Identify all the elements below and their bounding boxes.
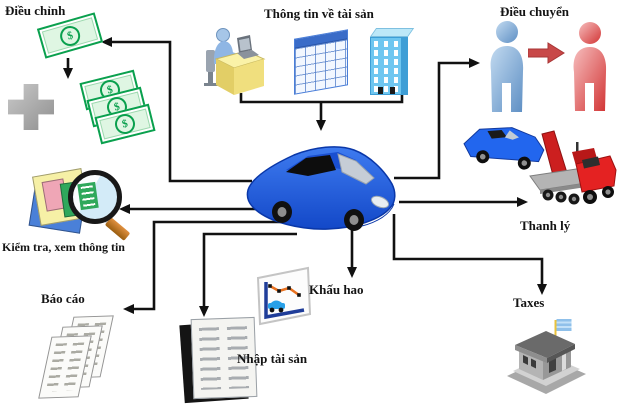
edge-car-to-adjust	[101, 37, 252, 183]
bank-building-icon	[507, 319, 586, 394]
label-adjust: Điều chỉnh	[5, 3, 66, 18]
magnifier-handle	[104, 217, 131, 241]
label-asset-entry: Nhập tài sản	[237, 351, 308, 366]
person-blue-icon	[490, 21, 524, 112]
tow-truck-icon	[463, 127, 617, 205]
building-icon	[369, 28, 415, 95]
label-taxes: Taxes	[513, 295, 545, 310]
edge-car-to-transfer	[394, 58, 480, 180]
edge-car-to-taxes	[392, 214, 547, 295]
label-asset-info: Thông tin về tài sản	[264, 6, 374, 21]
label-report: Báo cáo	[41, 291, 85, 306]
spreadsheet-icon	[294, 29, 348, 95]
label-transfer: Điều chuyển	[500, 4, 569, 19]
magnifier-documents-icon	[28, 168, 138, 246]
edge-car-to-entry	[199, 232, 297, 317]
label-inspect: Kiểm tra, xem thông tin	[2, 240, 125, 254]
person-red-icon	[573, 22, 607, 111]
plus-icon	[8, 84, 54, 130]
label-depreciation: Khấu hao	[309, 282, 364, 297]
car-icon	[246, 146, 396, 231]
label-liquidation: Thanh lý	[520, 218, 571, 233]
magnifier-lens	[68, 170, 122, 224]
mini-car-icon	[268, 300, 285, 313]
transfer-arrow-icon	[528, 42, 565, 64]
clerk-desk-icon	[204, 28, 266, 95]
dollar-bill-icon: $	[36, 12, 104, 59]
documents-stack-icon	[38, 315, 115, 402]
depreciation-chart-icon	[256, 266, 312, 326]
edge-car-to-report	[123, 220, 291, 314]
money-bills-icon: $ $ $ $	[0, 0, 156, 145]
